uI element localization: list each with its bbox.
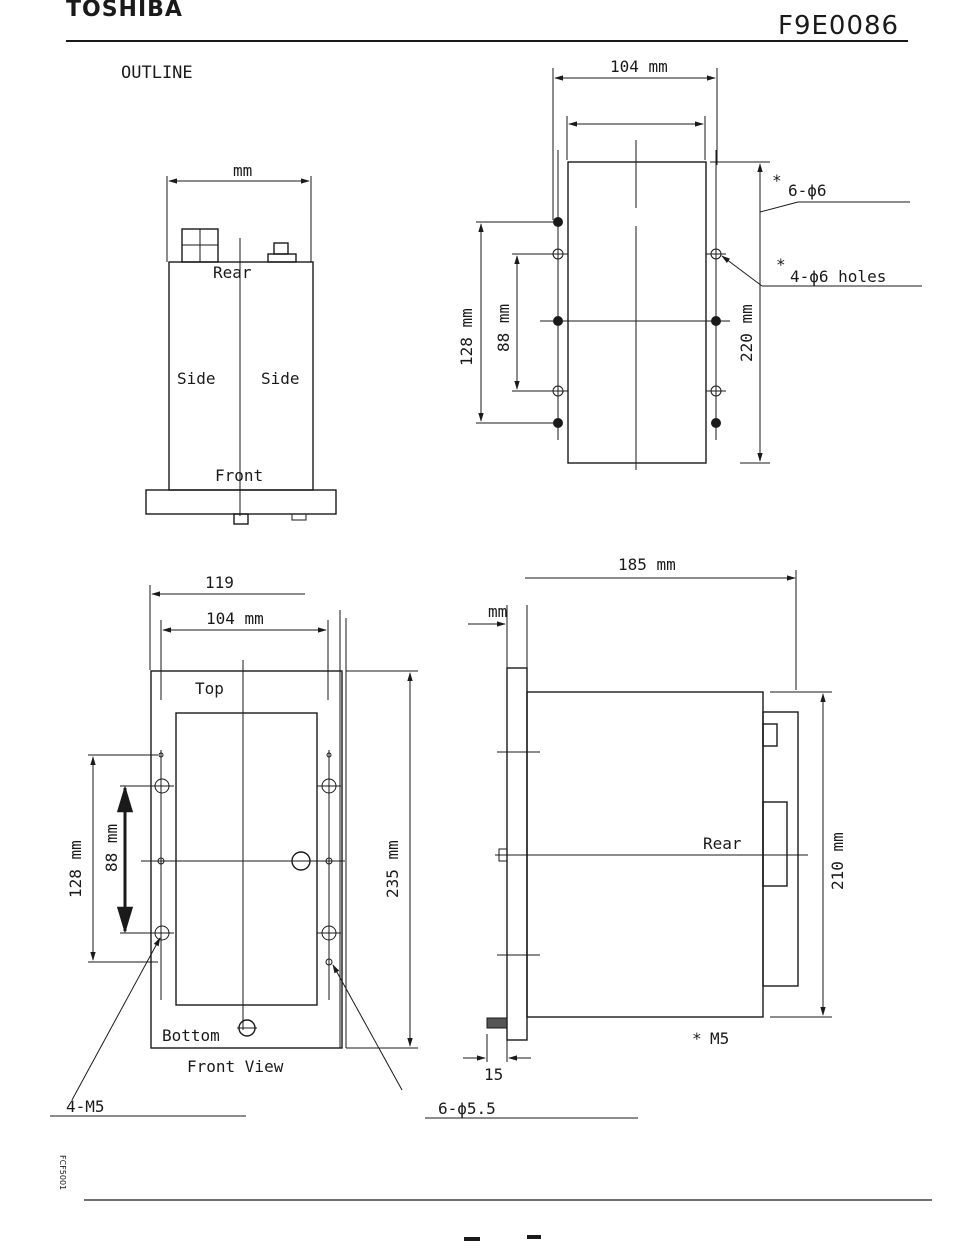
front-view-title: Front View: [187, 1057, 284, 1076]
top-view-front-label: Front: [215, 466, 263, 485]
side-15-label: 15: [484, 1065, 503, 1084]
side-210-label: 210 mm: [828, 832, 847, 890]
side-flange-label: mm: [488, 602, 507, 621]
cutout-128-label: 128 mm: [457, 308, 476, 366]
drawing-title: OUTLINE: [121, 63, 193, 83]
hole-6mm: [553, 316, 563, 326]
front-235-label: 235 mm: [383, 840, 402, 898]
front-panel: [151, 671, 342, 1048]
toshiba-logo: TOSHIBA: [66, 0, 183, 22]
front-bottom-label: Bottom: [162, 1026, 220, 1045]
panel-cutout-view: 104 mm 128 mm: [457, 57, 922, 470]
cutout-220-label: 220 mm: [737, 304, 756, 362]
form-code: FCF5001: [58, 1155, 67, 1190]
cutout-88-label: 88 mm: [494, 304, 513, 352]
asterisk-mark: *: [692, 1029, 702, 1048]
holes-4-label: 4-ϕ6 holes: [790, 267, 886, 286]
rear-connector: [268, 254, 296, 262]
front-mounting-holes: [150, 753, 341, 965]
hole-6mm: [711, 316, 721, 326]
front-view: 119 104 mm: [50, 573, 638, 1118]
m5-stud: [487, 1018, 507, 1028]
top-view-side-left-label: Side: [177, 369, 216, 388]
asterisk-mark: *: [772, 171, 782, 190]
front-88-label: 88 mm: [102, 824, 121, 872]
cutout-rectangle: [568, 162, 706, 463]
front-window: [176, 713, 317, 1005]
sheet-header: TOSHIBA F9E0086: [66, 0, 908, 41]
front-top-label: Top: [195, 679, 224, 698]
front-119-label: 119: [205, 573, 234, 592]
holes-6-5-5-label: 6-ϕ5.5: [438, 1099, 496, 1118]
top-view-width-label: mm: [233, 161, 252, 180]
front-104-label: 104 mm: [206, 609, 264, 628]
asterisk-mark: *: [776, 255, 786, 274]
hole-6mm: [711, 418, 721, 428]
side-view: 185 mm mm Rear 210 mm 15 * M5: [463, 555, 847, 1084]
screws-4-m5-label: 4-M5: [66, 1097, 105, 1116]
front-128-label: 128 mm: [66, 840, 85, 898]
cutout-width-label: 104 mm: [610, 57, 668, 76]
open-holes: [548, 249, 726, 396]
side-rear-label: Rear: [703, 834, 742, 853]
side-rear-terminal: [763, 712, 798, 986]
side-185-label: 185 mm: [618, 555, 676, 574]
side-m5-label: M5: [710, 1029, 729, 1048]
top-view-side-right-label: Side: [261, 369, 300, 388]
sheet-footer: FCF5001: [58, 1155, 932, 1241]
top-view-front-flange: [146, 490, 336, 514]
side-front-flange: [507, 668, 527, 1040]
document-number: F9E0086: [778, 11, 899, 41]
top-view-rear-label: Rear: [213, 263, 252, 282]
holes-6-label: 6-ϕ6: [788, 181, 827, 200]
top-view: mm Rear Side Side Front: [146, 161, 336, 524]
